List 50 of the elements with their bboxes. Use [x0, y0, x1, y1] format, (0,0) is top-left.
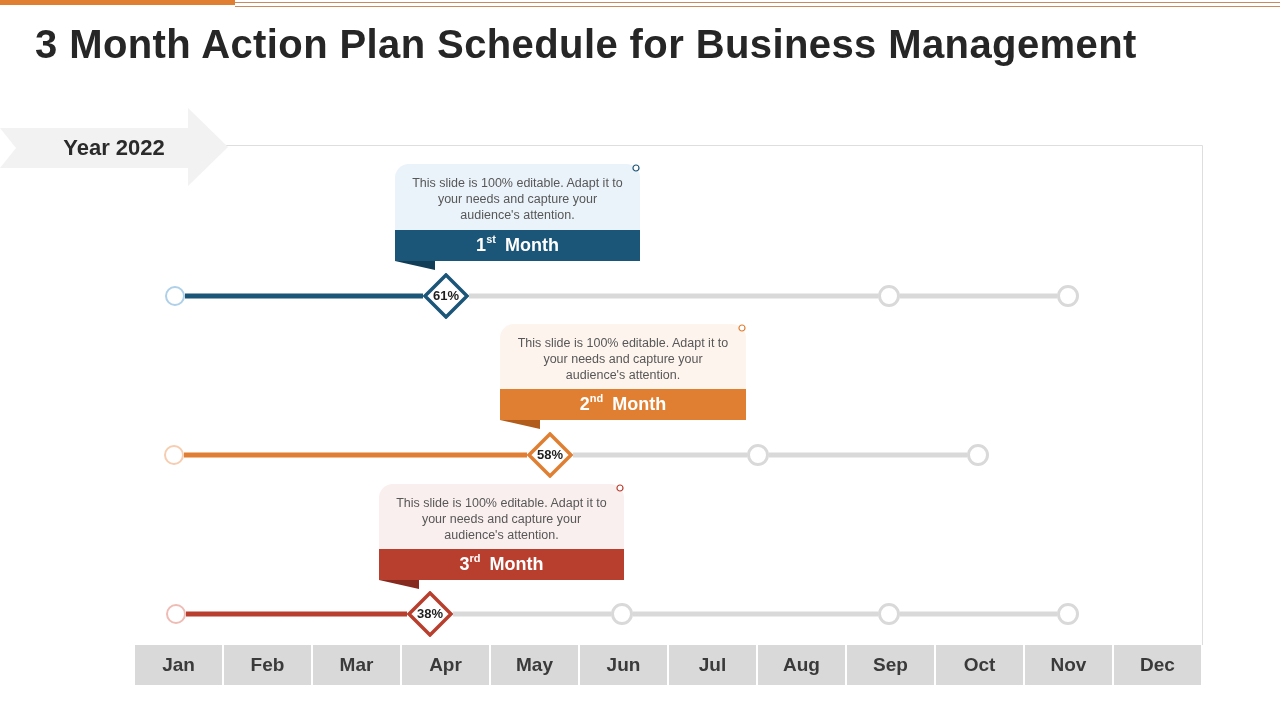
month-label: Nov — [1025, 645, 1112, 685]
month-banner: 3$^{rd}$ Month — [379, 549, 624, 580]
callout-card — [395, 164, 640, 261]
milestone-circle — [747, 444, 769, 466]
track-line — [769, 452, 967, 458]
milestone-circle — [878, 603, 900, 625]
month-label: Sep — [847, 645, 934, 685]
month-label: Jul — [669, 645, 756, 685]
track-line — [900, 293, 1057, 299]
month-label: Aug — [758, 645, 845, 685]
month-label: Apr — [402, 645, 489, 685]
month-label: Jun — [580, 645, 667, 685]
month-banner: 1$^{st}$ Month — [395, 230, 640, 261]
milestone-circle — [611, 603, 633, 625]
track-line — [573, 452, 747, 458]
month-banner: 2$^{nd}$ Month — [500, 389, 746, 420]
percent-label: 38% — [416, 606, 444, 622]
milestone-circle — [878, 285, 900, 307]
month-label: Mar — [313, 645, 400, 685]
month-label: Dec — [1114, 645, 1201, 685]
progress-line — [184, 452, 527, 458]
percent-label: 58% — [536, 447, 564, 463]
progress-diamond — [407, 591, 453, 637]
track-line — [633, 611, 878, 617]
year-label: Year 2022 — [62, 135, 166, 161]
start-circle — [164, 445, 184, 465]
percent-label: 61% — [432, 288, 460, 304]
year-banner-arrow — [0, 108, 228, 186]
description-text: This slide is 100% editable. Adapt it to your needs and capture your audience's attention. — [516, 335, 730, 383]
progress-line — [186, 611, 407, 617]
progress-line — [185, 293, 423, 299]
month-label: May — [491, 645, 578, 685]
milestone-circle — [1057, 603, 1079, 625]
callout-card — [500, 324, 746, 420]
description-text: This slide is 100% editable. Adapt it to your needs and capture your audience's attention. — [395, 495, 608, 543]
start-circle — [165, 286, 185, 306]
milestone-circle — [967, 444, 989, 466]
month-label: Feb — [224, 645, 311, 685]
start-circle — [166, 604, 186, 624]
progress-diamond — [423, 273, 469, 319]
month-label: Oct — [936, 645, 1023, 685]
milestone-circle — [1057, 285, 1079, 307]
slide-title: 3 Month Action Plan Schedule for Business Management — [35, 21, 1137, 67]
track-line — [469, 293, 878, 299]
track-line — [453, 611, 611, 617]
description-text: This slide is 100% editable. Adapt it to your needs and capture your audience's attention. — [411, 175, 624, 223]
track-line — [900, 611, 1057, 617]
progress-diamond — [527, 432, 573, 478]
callout-card — [379, 484, 624, 580]
month-label: Jan — [135, 645, 222, 685]
